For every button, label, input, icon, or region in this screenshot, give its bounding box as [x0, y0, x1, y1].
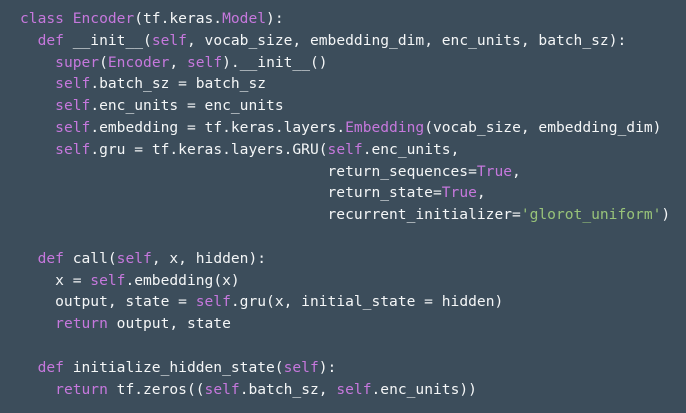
code-line: return tf.zeros((self.batch_sz, self.enc… — [20, 379, 686, 401]
code-token: , — [512, 162, 521, 180]
string-token: 'glorot_uniform' — [520, 206, 662, 224]
code-token — [20, 119, 55, 136]
self-token: self — [195, 293, 231, 311]
keyword-token: super — [55, 53, 100, 71]
keyword-token: def — [37, 249, 64, 267]
self-token: self — [327, 140, 363, 158]
code-token — [20, 75, 55, 92]
self-token: self — [55, 75, 91, 93]
code-line — [20, 335, 686, 357]
class-name-token: Embedding — [345, 118, 425, 136]
code-token: .enc_units)) — [371, 380, 477, 398]
class-name-token: Encoder — [107, 53, 170, 71]
keyword-token: class — [20, 10, 73, 27]
code-token — [20, 359, 38, 376]
code-token: return_sequences= — [20, 162, 477, 180]
code-token: output, state = — [20, 293, 196, 311]
self-token: self — [283, 358, 319, 376]
code-token: (vocab_size, embedding_dim) — [424, 118, 662, 136]
code-token: ( — [99, 53, 108, 71]
code-token: .embedding = tf.keras.layers. — [90, 118, 346, 136]
code-token: x = — [20, 271, 91, 289]
code-token: call( — [63, 249, 117, 267]
self-token: self — [55, 97, 91, 115]
self-token: self — [336, 380, 372, 398]
code-line: self.enc_units = enc_units — [20, 95, 686, 117]
code-line: x = self.embedding(x) — [20, 270, 686, 292]
boolean-token: True — [476, 162, 513, 180]
code-token: ).__init__() — [222, 53, 328, 71]
code-token — [20, 250, 38, 267]
code-line: return output, state — [20, 313, 686, 335]
code-line: def __init__(self, vocab_size, embedding… — [20, 30, 686, 52]
code-line: def initialize_hidden_state(self): — [20, 357, 686, 379]
self-token: self — [90, 271, 126, 289]
code-token: .embedding(x) — [125, 271, 240, 289]
boolean-token: True — [441, 184, 477, 202]
code-token: , x, hidden): — [151, 249, 267, 267]
keyword-token: def — [37, 358, 64, 376]
code-token: __init__( — [63, 31, 152, 49]
code-token: , vocab_size, embedding_dim, enc_units, … — [186, 31, 627, 49]
self-token: self — [55, 118, 91, 136]
self-token: self — [116, 249, 152, 267]
code-token: .enc_units, — [362, 140, 460, 158]
code-line: self.embedding = tf.keras.layers.Embeddi… — [20, 117, 686, 139]
code-token: tf.zeros(( — [107, 380, 205, 398]
code-token: ): — [318, 358, 337, 376]
code-line: class Encoder(tf.keras.Model): — [20, 8, 686, 30]
code-line: return_state=True, — [20, 182, 686, 204]
code-token: .batch_sz = batch_sz — [90, 75, 267, 93]
self-token: self — [151, 31, 187, 49]
code-token: output, state — [107, 315, 231, 333]
code-line: self.batch_sz = batch_sz — [20, 73, 686, 95]
code-token: , — [169, 53, 187, 71]
class-name-token: Model — [222, 10, 267, 27]
code-token: initialize_hidden_state( — [63, 358, 284, 376]
code-line: return_sequences=True, — [20, 161, 686, 183]
code-token — [20, 141, 55, 158]
code-token — [20, 32, 38, 49]
code-token — [20, 54, 55, 71]
code-token: .batch_sz, — [239, 380, 337, 398]
code-line: super(Encoder, self).__init__() — [20, 52, 686, 74]
code-token: , — [476, 184, 486, 202]
self-token: self — [55, 140, 91, 158]
keyword-token: def — [37, 31, 64, 49]
code-token: return_state= — [20, 184, 442, 202]
code-line: output, state = self.gru(x, initial_stat… — [20, 291, 686, 313]
code-token: recurrent_initializer= — [20, 206, 521, 224]
code-token: .gru = tf.keras.layers.GRU( — [90, 140, 328, 158]
code-line: def call(self, x, hidden): — [20, 248, 686, 270]
code-token — [20, 97, 55, 114]
self-token: self — [186, 53, 223, 71]
code-token: .gru(x, initial_state = hidden) — [230, 293, 504, 311]
code-token: ) — [661, 206, 671, 224]
code-line: recurrent_initializer='glorot_uniform') — [20, 204, 686, 226]
code-block: class Encoder(tf.keras.Model): def __ini… — [20, 8, 686, 400]
self-token: self — [204, 380, 240, 398]
keyword-token: return — [55, 315, 108, 333]
class-name-token: Encoder — [72, 10, 135, 27]
keyword-token: return — [55, 380, 108, 398]
code-line — [20, 226, 686, 248]
code-token — [20, 381, 55, 398]
code-token: .enc_units = enc_units — [90, 97, 284, 115]
code-line: self.gru = tf.keras.layers.GRU(self.enc_… — [20, 139, 686, 161]
code-token — [20, 315, 55, 332]
code-token: (tf.keras. — [134, 10, 223, 27]
code-token: ): — [266, 10, 284, 27]
